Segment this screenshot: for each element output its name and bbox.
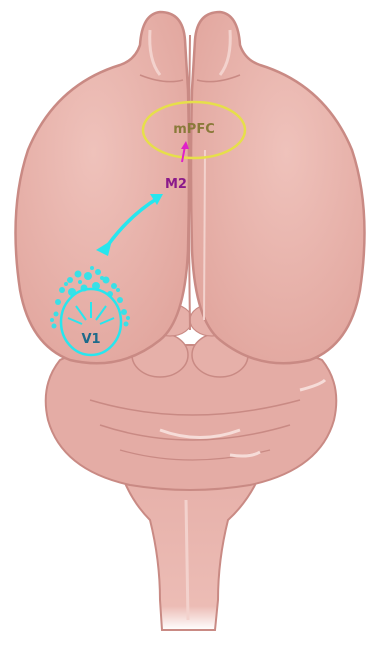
m2-label: M2 bbox=[165, 177, 187, 192]
right-hemisphere bbox=[191, 12, 365, 363]
brain-stem bbox=[120, 470, 262, 630]
v1-label: V1 bbox=[81, 332, 100, 347]
mpfc-label: mPFC bbox=[173, 122, 215, 137]
midline-fissure bbox=[189, 35, 190, 330]
